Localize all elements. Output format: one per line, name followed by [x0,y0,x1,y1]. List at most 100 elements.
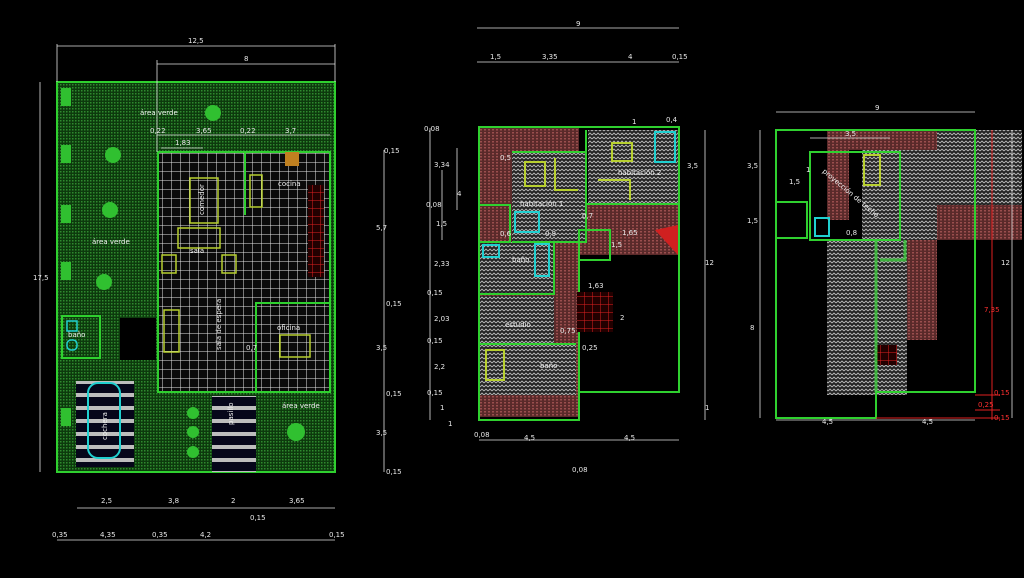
dimension-label: 0,15 [427,389,443,397]
tree-icon [102,202,118,218]
dimension-label: 0,15 [384,147,400,155]
interior-walls [479,130,679,345]
waiting-sofa-icon [163,309,180,353]
dimension-label: 1 [632,118,636,126]
bath-walls [61,315,101,359]
dimension-label: 12,5 [188,37,204,45]
roof-brick [827,130,937,150]
tree-icons [61,88,305,458]
dimension-label: 0,75 [560,327,576,335]
sink-icon [514,211,540,233]
room-label: cochera [101,412,109,440]
dimension-label: 2 [231,497,235,505]
tree-icon [187,407,199,419]
bath-room [480,242,554,294]
dimension-label: 4,35 [100,531,116,539]
roof-hatch [827,240,907,395]
room-label: área verde [282,402,320,410]
dimension-label: 0,08 [474,431,490,439]
bed-icon [524,161,546,187]
dimension-label: 4,5 [922,418,933,426]
dimension-label: 1 [705,404,709,412]
armchair-icon [161,254,177,274]
dimension-label: 1,65 [622,229,638,237]
dimension-label: 0,15 [427,289,443,297]
spiral-stairs-icon [655,225,678,255]
dimension-label: 1,5 [490,53,501,61]
lot-boundary [56,81,336,473]
room-label: área verde [140,109,178,117]
dimension-label: 0,9 [545,230,556,238]
bath-fixtures [482,131,676,277]
toilet-icon [814,217,830,237]
dimension-label: 2,2 [434,363,445,371]
room-label: baño [512,256,529,264]
dimension-label: 3,5 [845,130,856,138]
study-room [480,296,554,344]
tree-icon [205,105,221,121]
toilet-icon [654,131,676,163]
roof-interior-walls [776,151,901,241]
room-label: baño [68,331,85,339]
dimension-label: 0,15 [994,414,1010,422]
sofa-icon [177,227,221,249]
furniture [485,142,633,381]
dimension-label: 0,22 [240,127,256,135]
dimension-label: 8 [244,55,248,63]
bed-icon [485,349,505,381]
dimension-label: 0,15 [386,468,402,476]
dimension-label: 0,7 [582,212,593,220]
dimension-label: 2,5 [101,497,112,505]
bedroom-1 [512,152,586,242]
dimension-label: 0,5 [500,154,511,162]
dimension-label: 0,15 [427,337,443,345]
plan-ground-floor: área verde área verde área verde cocina … [33,37,402,541]
plan-upper-floor: 9 1,5 3,35 4 0,15 1 0,4 0,08 3,34 0,08 1… [424,20,714,474]
room-label: oficina [277,324,300,332]
dimension-label: 1,5 [789,178,800,186]
dimension-label: 0,6 [500,230,512,238]
stairs-icon [577,292,613,332]
dimension-label: 0,35 [152,531,168,539]
room-label: sala de espera [215,299,223,350]
dimension-label: 0,08 [424,125,440,133]
dimension-label: 3,5 [687,162,698,170]
dimension-label: 9 [576,20,580,28]
dimension-label: 0,7 [246,344,257,352]
dimension-label: 0,25 [978,401,994,409]
dimension-label: 0,15 [386,390,402,398]
bed-icon [611,142,633,162]
dimension-label: 3,35 [542,53,558,61]
stairs-icon [877,345,897,365]
dimension-label: 0,15 [672,53,688,61]
tree-icon [96,274,112,290]
dimension-label: 1,63 [588,282,604,290]
hedge-icon [61,88,71,106]
kitchen-counter [308,185,324,277]
roof-brick [827,150,849,220]
dimension-label: 7,35 [984,306,1000,314]
dimension-label: 4 [457,190,462,198]
dimension-label: 0,35 [52,531,68,539]
dimension-label: 1,5 [611,241,622,249]
dimension-label: 2,33 [434,260,450,268]
upper-floor-walls [478,126,680,421]
room-label: pasillo [227,403,235,426]
dimension-label: 1,83 [175,139,191,147]
dimension-label: 8 [750,324,754,332]
hall-floor [212,396,256,472]
roof-brick [907,240,937,340]
dimension-label: 0,08 [426,201,442,209]
office-desk-icon [279,334,311,358]
room-label: baño [540,362,557,370]
bedroom-3 [480,345,576,395]
room-label: sala [190,247,204,255]
dimension-label: 5,7 [376,224,387,232]
hedge-icon [61,145,71,163]
dimension-label: 3,65 [289,497,305,505]
dimension-label: 4,2 [200,531,211,539]
tree-icon [187,446,199,458]
dimension-label: 0,25 [582,344,598,352]
dimension-label: 4,5 [822,418,833,426]
dimension-label: 12 [705,259,714,267]
